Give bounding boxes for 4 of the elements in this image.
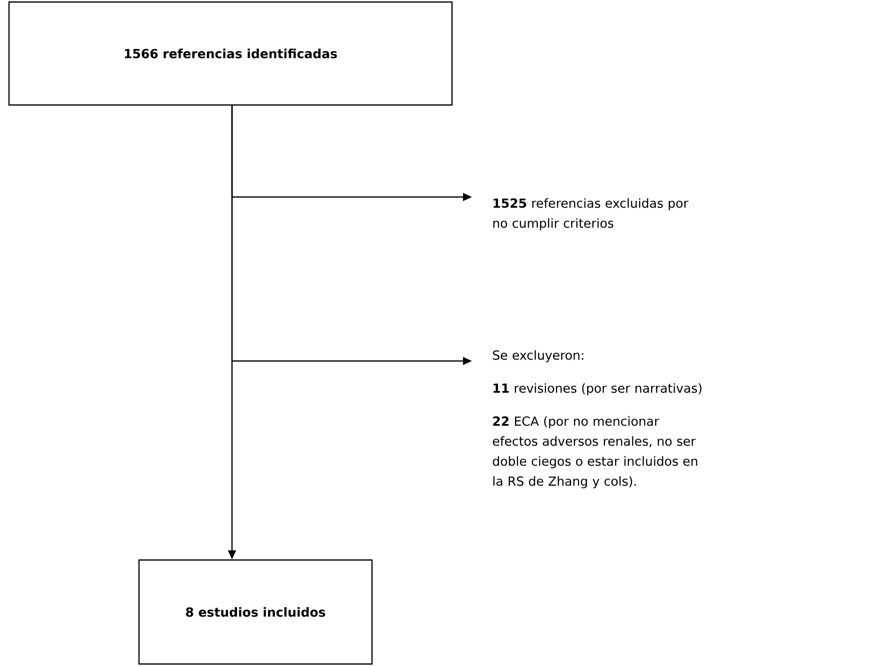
process-box: 1566 referencias identificadas [8,1,453,106]
note-text: 1525 referencias excluidas por no cumplir criterios [493,198,688,230]
note-text: Se excluyeron: 11 revisiones (por ser narrativas) 22 ECA (por no mencionar efectos adversos renales, no ser doble ciegos o estar incluidos en la RS de Zhang y cols). [492,350,702,488]
process-box: 8 estudios incluidos [138,559,373,665]
